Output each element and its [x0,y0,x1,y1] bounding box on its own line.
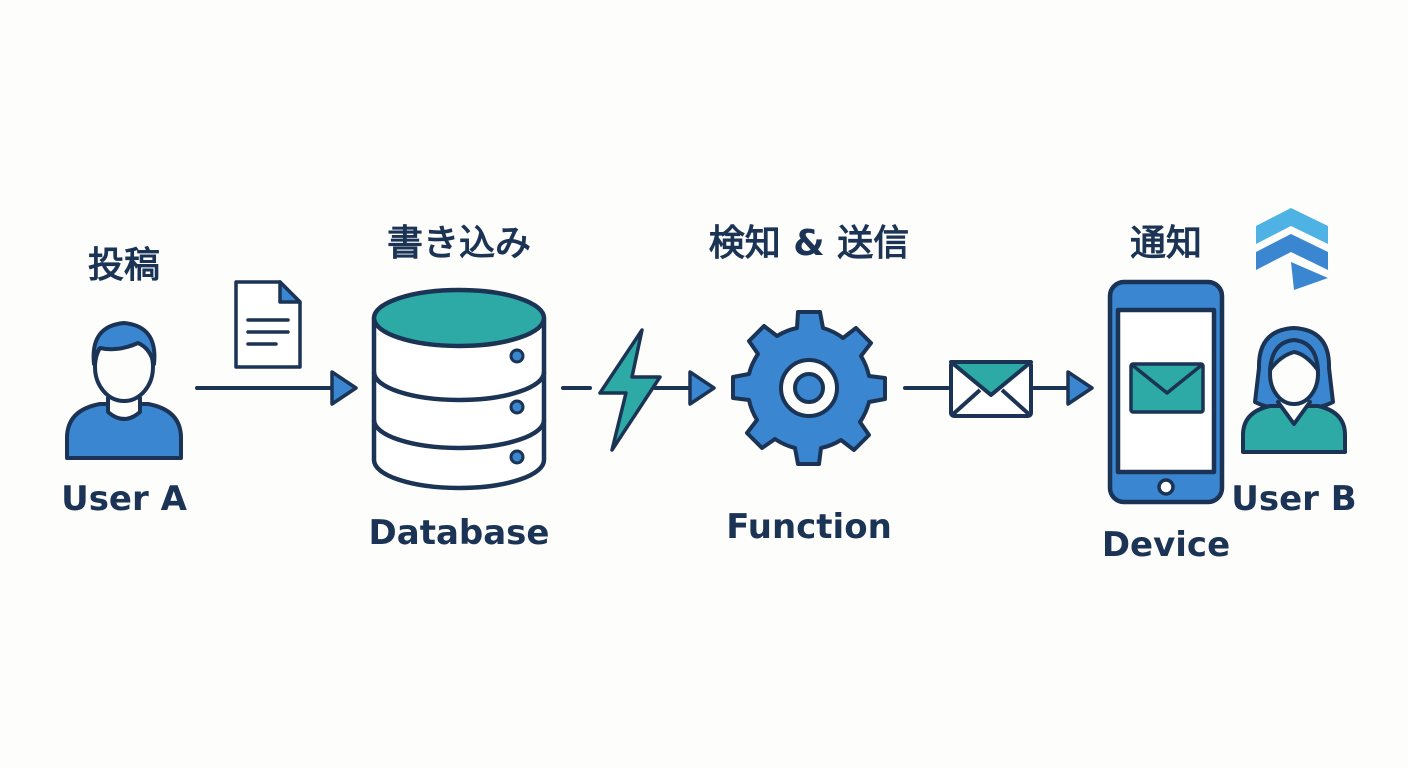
logo-icon [1256,208,1328,290]
arrow-database-to-function [561,370,716,406]
arrow-function-to-device [903,370,1094,406]
step-label-post: 投稿 [87,245,161,286]
label-device: Device [1101,525,1231,565]
gear-icon [731,310,887,466]
database-icon [371,287,547,491]
document-icon [234,280,302,369]
label-database: Database [368,513,550,553]
label-user-b: User B [1231,479,1357,519]
step-label-detect-send: 検知 & 送信 [708,223,910,264]
envelope-icon [949,360,1033,418]
step-label-write: 書き込み [386,223,532,264]
lightning-icon [598,328,662,452]
smartphone-icon [1107,279,1225,505]
arrow-user-to-database [195,370,358,406]
user-a-icon [65,321,183,460]
label-function: Function [726,507,892,547]
step-label-notify: 通知 [1129,223,1203,264]
user-b-icon [1241,326,1347,454]
label-user-a: User A [61,479,187,519]
